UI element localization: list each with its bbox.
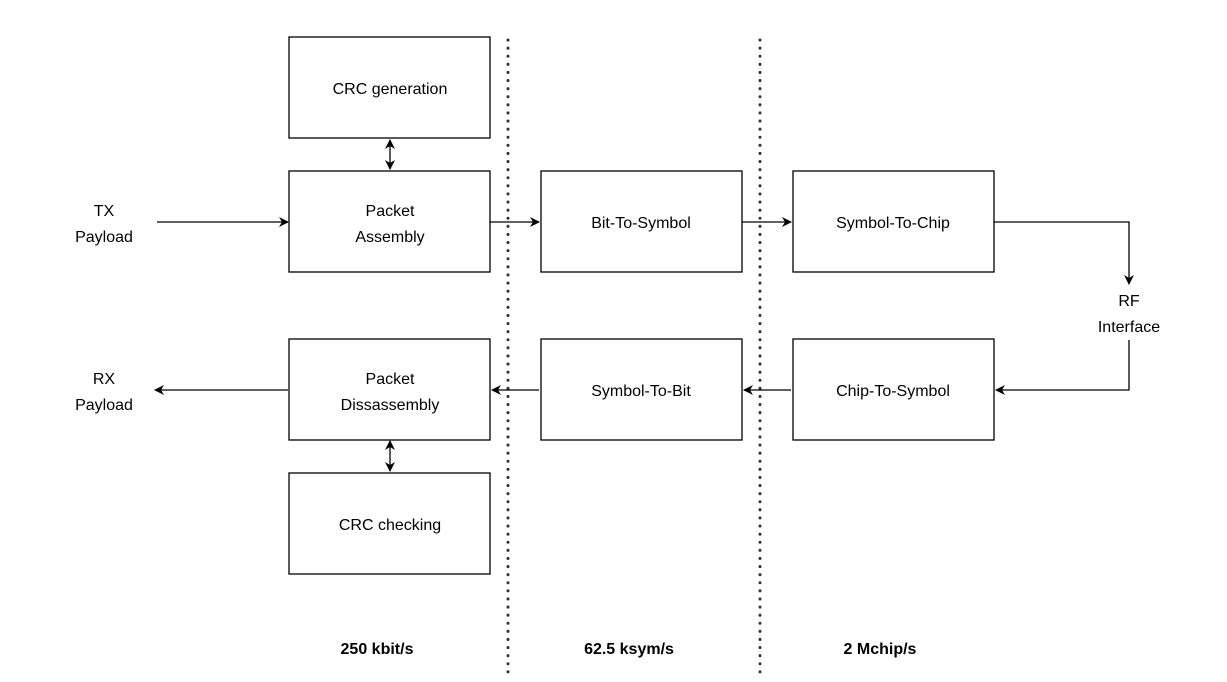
rx-payload-label-line-2: Payload [75,397,133,414]
packet-disassembly-label-line-2: Dissassembly [341,397,440,414]
rate-label-250-kbit: 250 kbit/s [341,641,414,658]
bit-to-symbol-label: Bit-To-Symbol [591,215,691,232]
tx-payload-label-line-1: TX [94,203,115,220]
chip-to-symbol-label: Chip-To-Symbol [836,383,950,400]
rf-to-chip-to-symbol-arrow [995,340,1130,395]
packet-assembly-block: Packet Assembly [288,170,491,273]
tx-payload-label-line-2: Payload [75,229,133,246]
crc-generation-label: CRC generation [333,81,448,98]
crc-checking-label: CRC checking [339,517,441,534]
rf-interface-label-line-1: RF [1118,293,1140,310]
symbol-to-chip-block: Symbol-To-Chip [792,170,995,273]
chip-to-symbol-block: Chip-To-Symbol [792,338,995,441]
crc-checking-block: CRC checking [288,472,491,575]
packet-assembly-label-line-1: Packet [366,203,415,220]
packet-disassembly-block: Packet Dissassembly [288,338,491,441]
rate-label-2-mchip: 2 Mchip/s [844,641,917,658]
rate-label-62-5-ksym: 62.5 ksym/s [584,641,674,658]
bit-to-symbol-block: Bit-To-Symbol [540,170,743,273]
rx-payload-label-line-1: RX [93,371,116,388]
packet-disassembly-label-line-1: Packet [366,371,415,388]
crc-generation-block: CRC generation [288,36,491,139]
symbol-to-bit-label: Symbol-To-Bit [591,383,691,400]
symbol-to-bit-block: Symbol-To-Bit [540,338,743,441]
rf-interface-label-line-2: Interface [1098,319,1160,336]
packet-assembly-label-line-2: Assembly [355,229,424,246]
symbol-to-chip-label: Symbol-To-Chip [836,215,950,232]
symbol-to-chip-to-rf-arrow [994,221,1134,285]
